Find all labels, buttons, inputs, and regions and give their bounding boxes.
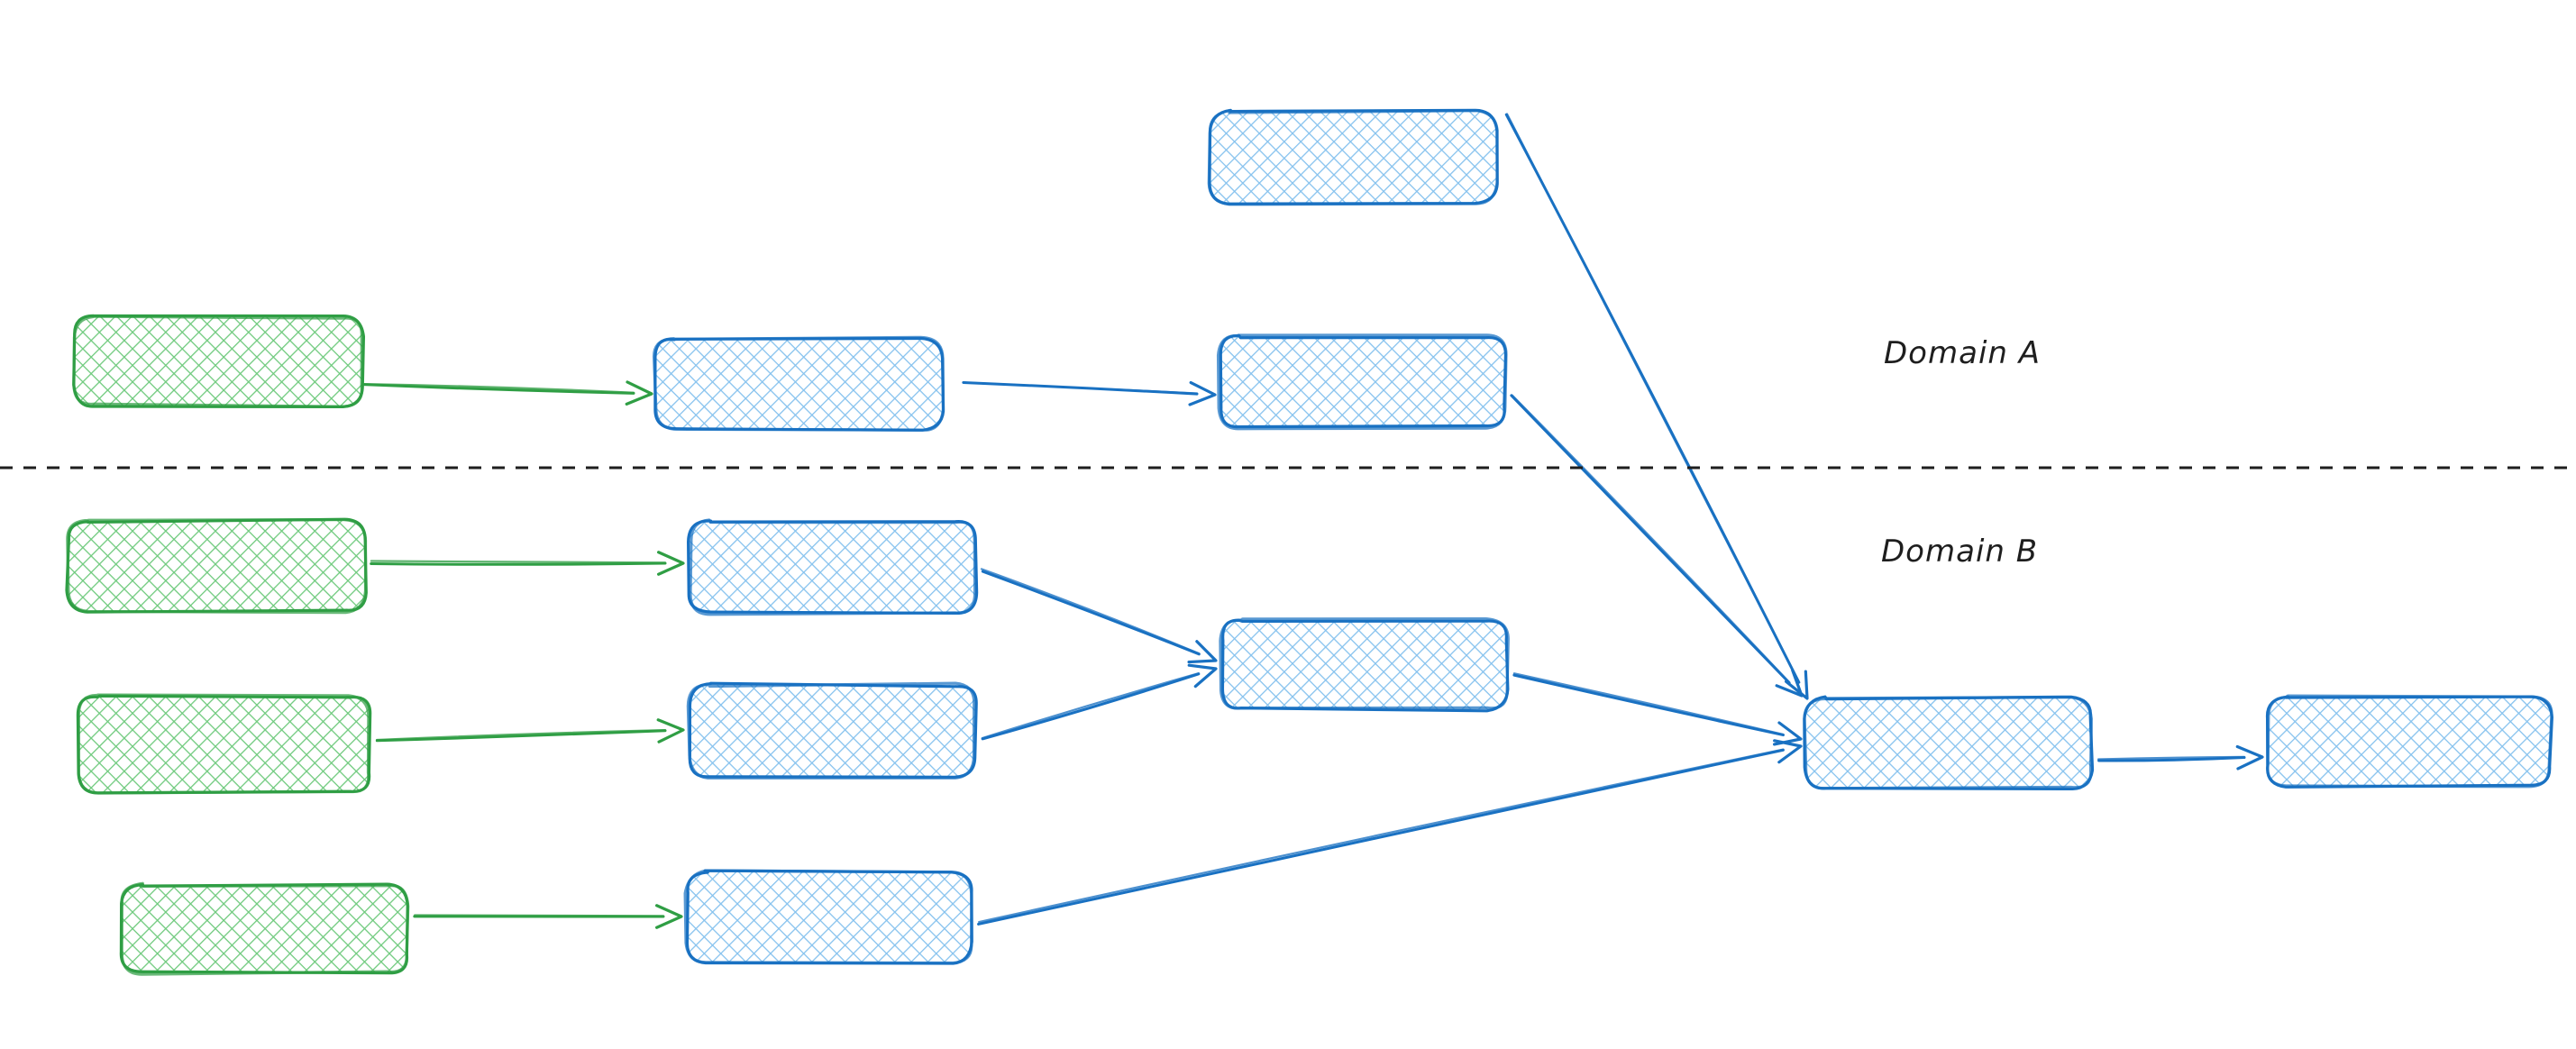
edge-line: [1505, 113, 1800, 683]
edge-line: [978, 748, 1785, 924]
node-green-b1[interactable]: [65, 517, 368, 615]
node-blue-top[interactable]: [1207, 108, 1499, 206]
edge-line: [981, 672, 1200, 740]
edges-layer: [361, 113, 2264, 929]
edge-line: [370, 560, 667, 564]
edge-line: [981, 672, 1201, 741]
node-fill: [122, 885, 408, 973]
node-fill: [1210, 112, 1496, 203]
edge-line: [375, 728, 667, 742]
edge-line: [375, 729, 667, 743]
node-fill: [1219, 336, 1505, 427]
node-blue-a2[interactable]: [1216, 333, 1508, 431]
edge-e9[interactable]: [981, 663, 1218, 741]
edge-e8[interactable]: [980, 568, 1218, 664]
edge-e2[interactable]: [962, 380, 1217, 406]
edge-line: [1512, 673, 1785, 737]
edge-e3[interactable]: [1504, 113, 1809, 700]
edge-line: [977, 748, 1785, 926]
node-fill: [655, 338, 942, 430]
node-outline: [689, 518, 977, 616]
edge-line: [370, 561, 667, 566]
edge-arrowhead: [1784, 670, 1809, 700]
node-blue-final[interactable]: [2265, 694, 2553, 789]
node-outline: [72, 315, 363, 408]
edge-line: [980, 568, 1201, 655]
edge-line: [962, 381, 1199, 395]
node-blue-b1[interactable]: [687, 518, 979, 616]
node-green-a1[interactable]: [72, 314, 366, 409]
node-outline: [1207, 108, 1499, 206]
node-fill: [68, 521, 365, 611]
edge-line: [414, 914, 665, 917]
node-fill: [75, 317, 362, 406]
domain-b-label: Domain B: [1881, 534, 2039, 570]
node-outline: [1803, 696, 2093, 790]
node-fill: [690, 521, 975, 613]
edge-e1[interactable]: [361, 380, 653, 406]
edge-arrowhead: [1188, 380, 1217, 406]
edge-e6[interactable]: [375, 718, 685, 743]
node-fill: [690, 685, 975, 777]
edge-e10[interactable]: [1512, 672, 1803, 746]
edge-line: [2096, 755, 2246, 761]
node-outline: [2266, 694, 2553, 789]
edge-arrowhead: [1187, 640, 1218, 664]
edge-arrowhead: [2235, 744, 2264, 771]
node-blue-b2[interactable]: [686, 681, 978, 780]
node-blue-b-center[interactable]: [1219, 617, 1510, 713]
domain-a-label: Domain A: [1884, 335, 2041, 371]
edge-line: [362, 383, 635, 394]
edge-arrowhead: [625, 380, 653, 406]
node-blue-converge[interactable]: [1803, 695, 2095, 791]
node-fill: [1221, 620, 1507, 709]
edge-e12[interactable]: [2096, 744, 2264, 771]
edge-e11[interactable]: [977, 739, 1803, 926]
node-fill: [1805, 698, 2091, 789]
node-outline: [66, 518, 368, 615]
edge-e5[interactable]: [370, 551, 685, 576]
node-green-b3[interactable]: [119, 881, 410, 976]
edge-e7[interactable]: [413, 904, 683, 929]
node-outline: [686, 681, 976, 780]
node-outline: [1219, 617, 1510, 710]
edge-arrowhead: [1773, 739, 1803, 764]
node-green-b2[interactable]: [76, 693, 372, 795]
edge-line: [2097, 756, 2246, 762]
edge-line: [981, 570, 1201, 656]
edge-line: [1512, 672, 1785, 736]
node-fill: [2267, 697, 2551, 786]
node-outline: [1216, 333, 1508, 431]
node-blue-a1[interactable]: [652, 335, 945, 432]
edge-arrowhead: [657, 551, 685, 576]
edge-arrowhead: [655, 904, 683, 929]
node-fill: [79, 696, 370, 793]
edge-line: [361, 383, 635, 395]
node-fill: [687, 872, 972, 962]
node-blue-b3[interactable]: [683, 869, 973, 965]
node-outline: [120, 881, 410, 976]
node-outline: [652, 335, 945, 432]
edge-arrowhead: [1187, 663, 1218, 689]
node-outline: [683, 869, 973, 965]
edge-e4[interactable]: [1510, 394, 1804, 698]
node-outline: [77, 693, 370, 795]
nodes-layer: [65, 108, 2553, 976]
edge-arrowhead: [656, 718, 685, 743]
edge-line: [1511, 394, 1791, 684]
edge-arrowhead: [1775, 669, 1804, 698]
